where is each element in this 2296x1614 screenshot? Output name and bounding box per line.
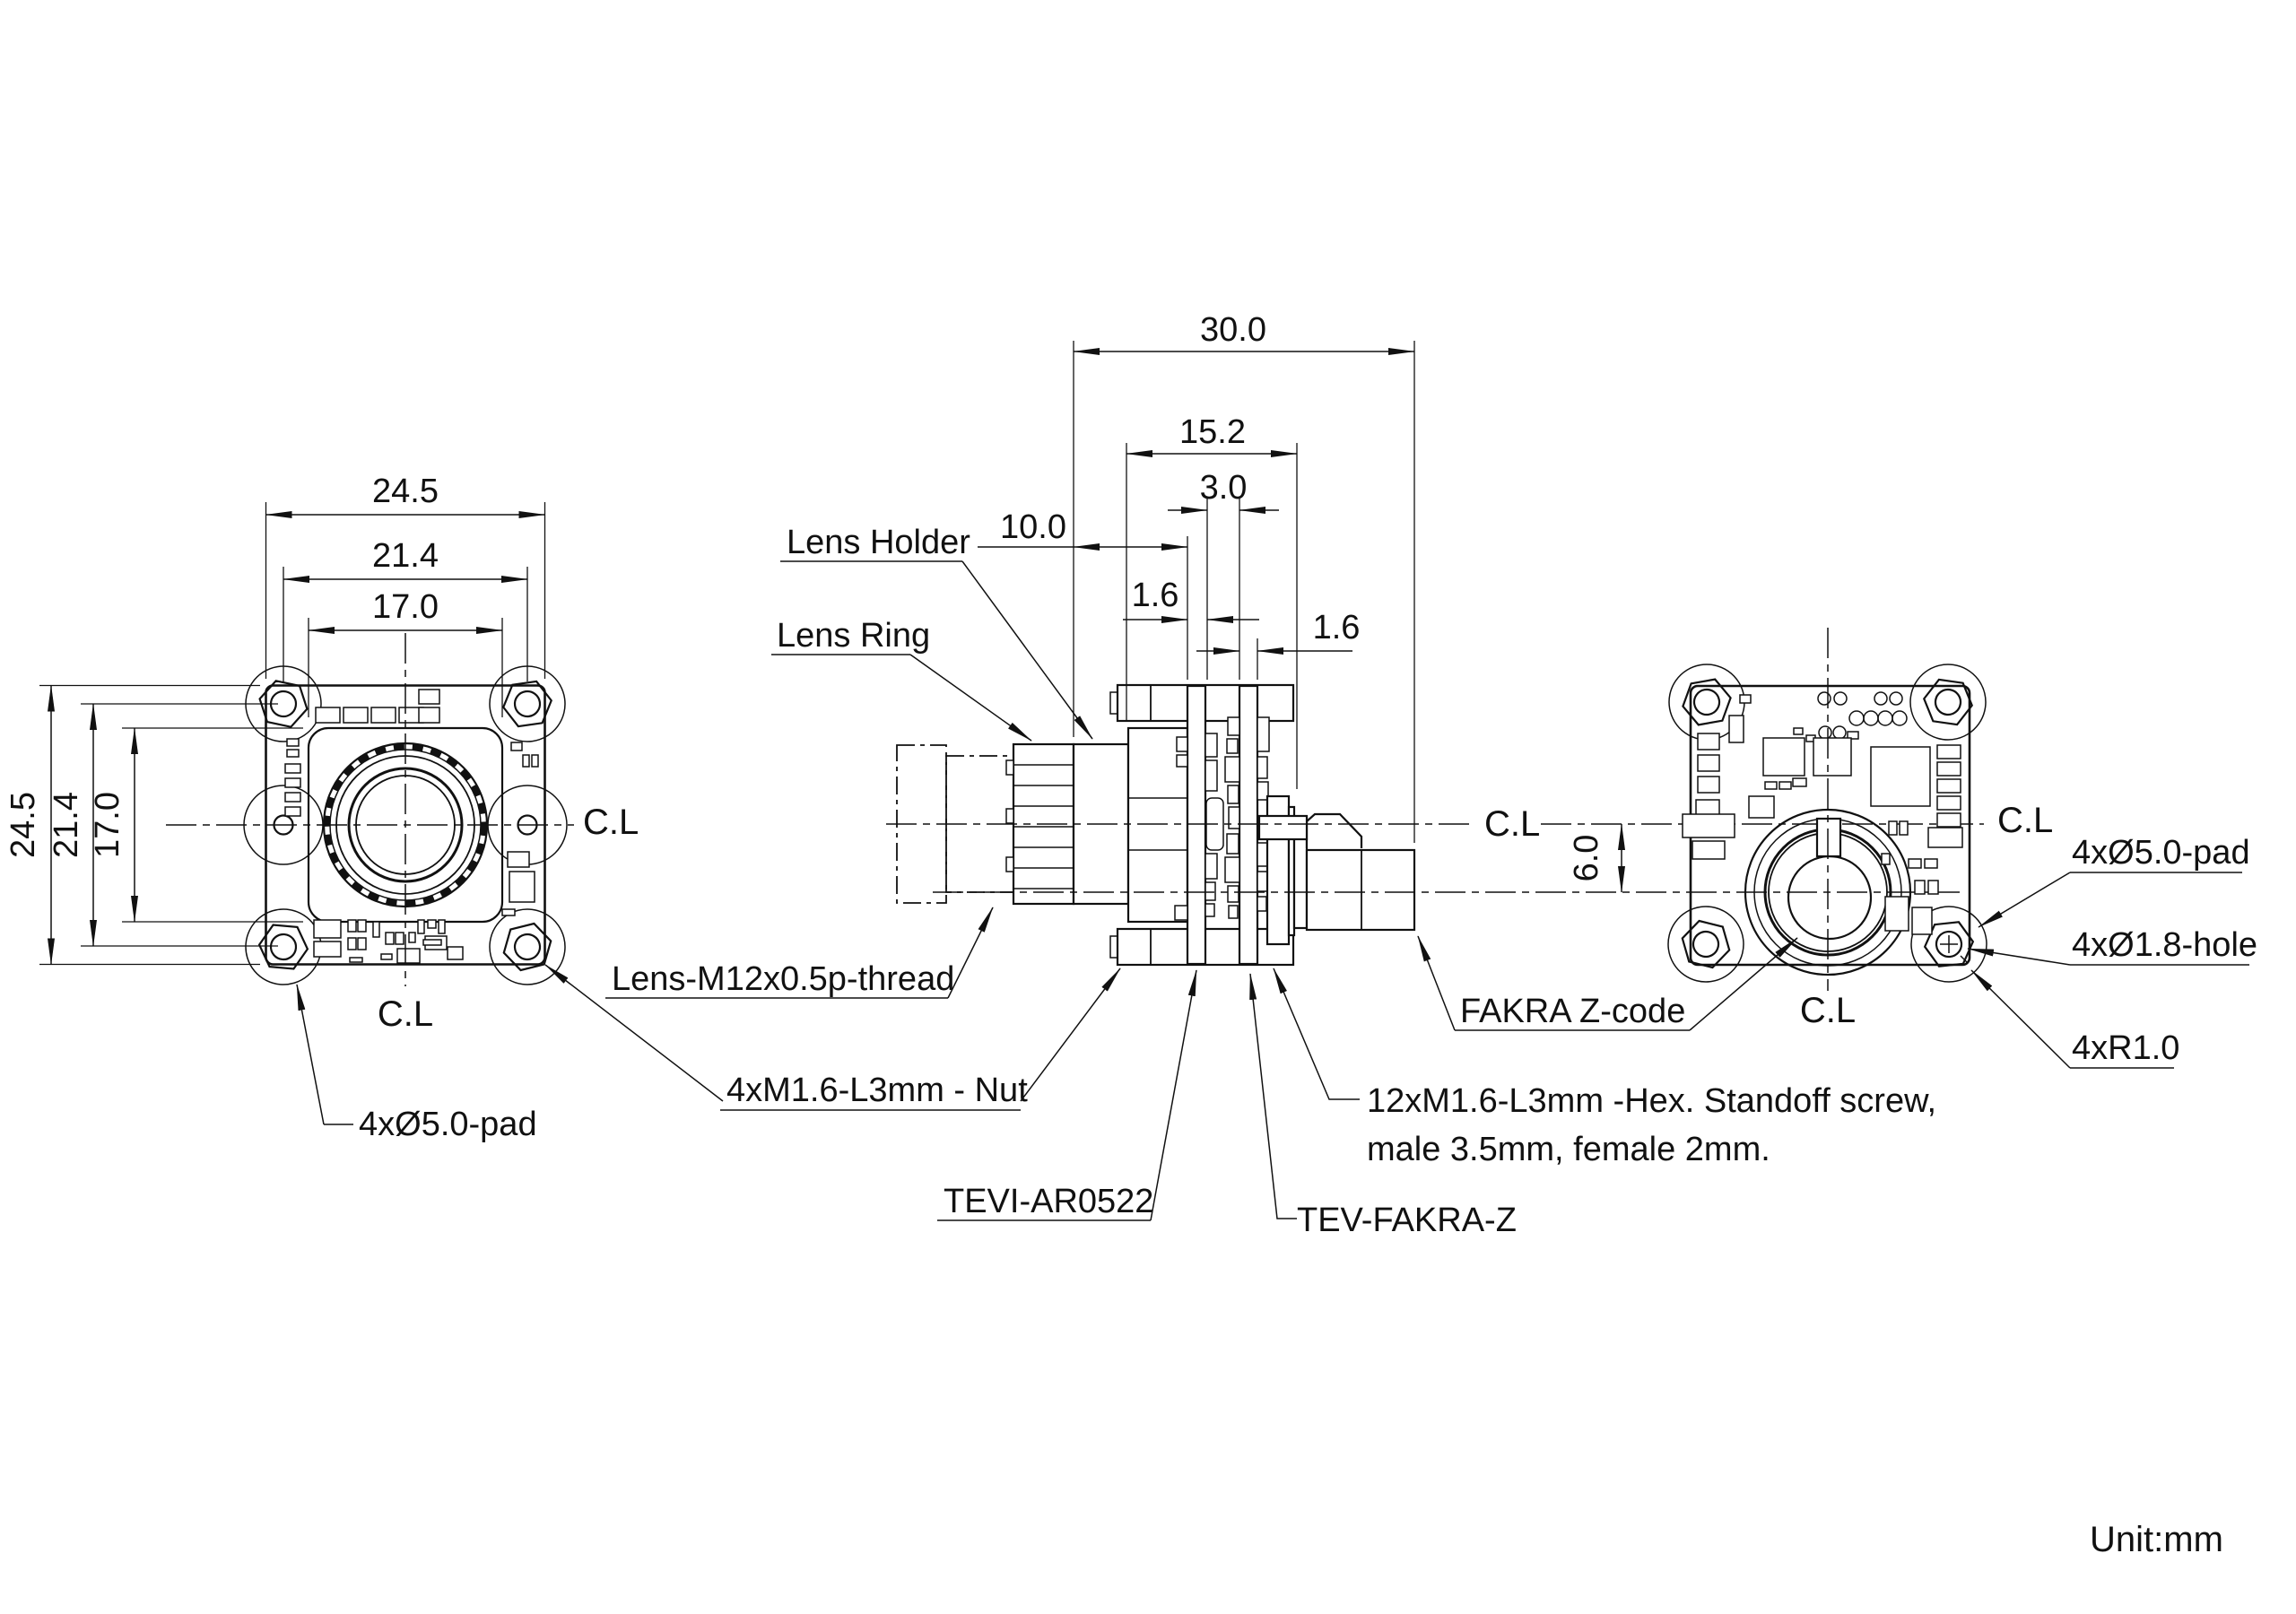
lens-holder-label: Lens Holder xyxy=(787,524,970,561)
front-left-dimensions: 24.5 21.4 17.0 xyxy=(4,684,303,966)
side-fakra-connector xyxy=(1257,794,1416,946)
front-pad-callout: 4xØ5.0-pad xyxy=(296,984,537,1143)
side-pcb2 xyxy=(1238,684,1259,966)
standoff-label-line1: 12xM1.6-L3mm -Hex. Standoff screw, xyxy=(1367,1082,1936,1120)
adapter-board-label: TEV-FAKRA-Z xyxy=(1297,1202,1517,1239)
side-components xyxy=(1174,716,1270,921)
dim-pcb2-thickness: 1.6 xyxy=(1313,609,1361,646)
standoff-label-line2: male 3.5mm, female 2mm. xyxy=(1367,1131,1770,1168)
side-centerline-label: C.L xyxy=(1484,804,1540,844)
dim-front-height-outer: 24.5 xyxy=(4,792,42,858)
side-dimensions: 30.0 15.2 3.0 10.0 1.6 1.6 6.0 xyxy=(978,311,1625,893)
dim-front-width-lens: 17.0 xyxy=(372,588,439,626)
back-view: C.L C.L 4xØ5.0-pad 4xØ1.8-hole 4xR1.0 xyxy=(1658,628,2257,1069)
front-view: C.L C.L 24.5 21.4 17.0 24.5 21.4 17.0 xyxy=(4,473,639,1143)
dim-pcb1-thickness: 1.6 xyxy=(1132,577,1179,614)
dim-overall-depth: 30.0 xyxy=(1200,311,1266,349)
dim-front-width-holes: 21.4 xyxy=(372,537,439,575)
back-centerline-bottom-label: C.L xyxy=(1800,991,1856,1030)
back-radius-label: 4xR1.0 xyxy=(2072,1029,2179,1067)
front-top-dimensions: 24.5 21.4 17.0 xyxy=(265,473,546,717)
back-pad-label: 4xØ5.0-pad xyxy=(2072,834,2250,872)
side-pcb1 xyxy=(1186,684,1207,966)
back-pcb-components xyxy=(1682,691,1963,935)
front-pcb-components xyxy=(284,689,539,964)
dim-connector-offset: 6.0 xyxy=(1568,835,1605,882)
side-callouts: Lens Holder Lens Ring Lens-M12x0.5p-thre… xyxy=(544,524,1936,1239)
lens-thread-label: Lens-M12x0.5p-thread xyxy=(612,960,954,998)
front-pad-label: 4xØ5.0-pad xyxy=(359,1106,537,1143)
dim-front-width-outer: 24.5 xyxy=(372,473,439,510)
back-centerline-right-label: C.L xyxy=(1997,801,2053,840)
back-callouts: 4xØ5.0-pad 4xØ1.8-hole 4xR1.0 xyxy=(1967,834,2257,1069)
unit-note: Unit:mm xyxy=(2090,1520,2223,1559)
back-corner-nuts xyxy=(1658,657,1992,992)
dim-board-gap: 3.0 xyxy=(1200,469,1248,507)
dim-front-height-holes: 21.4 xyxy=(48,792,85,858)
board-label: TEVI-AR0522 xyxy=(944,1183,1153,1220)
side-view: C.L 30.0 15.2 3.0 10.0 1.6 xyxy=(544,311,1984,1239)
nut-label: 4xM1.6-L3mm - Nut xyxy=(726,1072,1028,1109)
front-centerline-right-label: C.L xyxy=(583,803,639,842)
back-hole-label: 4xØ1.8-hole xyxy=(2072,926,2257,964)
fakra-label: FAKRA Z-code xyxy=(1460,993,1685,1030)
lens-ring-label: Lens Ring xyxy=(777,617,930,655)
front-centerline-bottom-label: C.L xyxy=(378,994,433,1034)
fakra-key-notch xyxy=(1815,817,1842,858)
dim-front-height-lens: 17.0 xyxy=(89,792,126,858)
dim-module-depth: 15.2 xyxy=(1179,413,1246,451)
dim-lens-protrusion: 10.0 xyxy=(1000,508,1066,546)
